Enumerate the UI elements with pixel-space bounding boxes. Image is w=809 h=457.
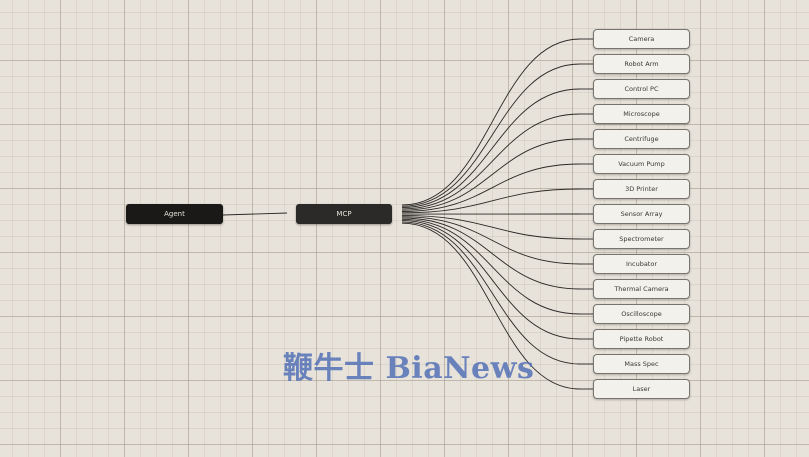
device-label: Camera: [628, 35, 655, 43]
device-connection: [401, 217, 581, 290]
device-connection: [401, 220, 581, 340]
device-label: Mass Spec: [624, 360, 659, 368]
device-connection: [401, 38, 581, 206]
watermark-logo: 鞭牛士 BiaNews: [283, 351, 535, 386]
agent-mcp-link: [222, 212, 288, 216]
agent-node[interactable]: Agent: [126, 204, 223, 224]
device-connection: [401, 218, 581, 315]
device-connection: [401, 221, 581, 365]
device-node[interactable]: Pipette Robot: [593, 329, 690, 349]
device-connection: [401, 222, 581, 390]
device-connection: [401, 88, 581, 209]
device-node[interactable]: Camera: [593, 29, 690, 49]
device-label: Centrifuge: [624, 135, 659, 143]
device-label: Thermal Camera: [614, 285, 669, 293]
device-label: Microscope: [623, 110, 660, 118]
agent-node-label: Agent: [164, 210, 185, 218]
device-label: Spectrometer: [619, 235, 664, 243]
device-node[interactable]: Spectrometer: [593, 229, 690, 249]
device-connection: [401, 214, 581, 240]
device-node[interactable]: Laser: [593, 379, 690, 399]
device-connection: [401, 138, 581, 211]
device-label: Control PC: [624, 85, 659, 93]
mcp-node[interactable]: MCP: [296, 204, 392, 224]
device-label: Laser: [632, 385, 651, 393]
device-connection: [401, 113, 581, 210]
device-node[interactable]: Mass Spec: [593, 354, 690, 374]
device-label: Robot Arm: [624, 60, 659, 68]
device-node[interactable]: Sensor Array: [593, 204, 690, 224]
device-label: Incubator: [625, 260, 658, 268]
device-node[interactable]: Vacuum Pump: [593, 154, 690, 174]
device-connection: [401, 188, 581, 214]
device-connection: [401, 63, 581, 207]
device-label: Pipette Robot: [619, 335, 664, 343]
device-node[interactable]: Robot Arm: [593, 54, 690, 74]
device-label: 3D Printer: [625, 185, 658, 193]
device-node[interactable]: Microscope: [593, 104, 690, 124]
device-node[interactable]: Incubator: [593, 254, 690, 274]
device-label: Oscilloscope: [621, 310, 662, 318]
device-label: Sensor Array: [620, 210, 663, 218]
device-node[interactable]: Thermal Camera: [593, 279, 690, 299]
device-connection: [401, 163, 581, 212]
device-label: Vacuum Pump: [618, 160, 665, 168]
device-node[interactable]: Oscilloscope: [593, 304, 690, 324]
device-connection: [401, 216, 581, 265]
device-node[interactable]: Centrifuge: [593, 129, 690, 149]
device-node[interactable]: Control PC: [593, 79, 690, 99]
mcp-node-label: MCP: [336, 210, 352, 218]
device-node[interactable]: 3D Printer: [593, 179, 690, 199]
